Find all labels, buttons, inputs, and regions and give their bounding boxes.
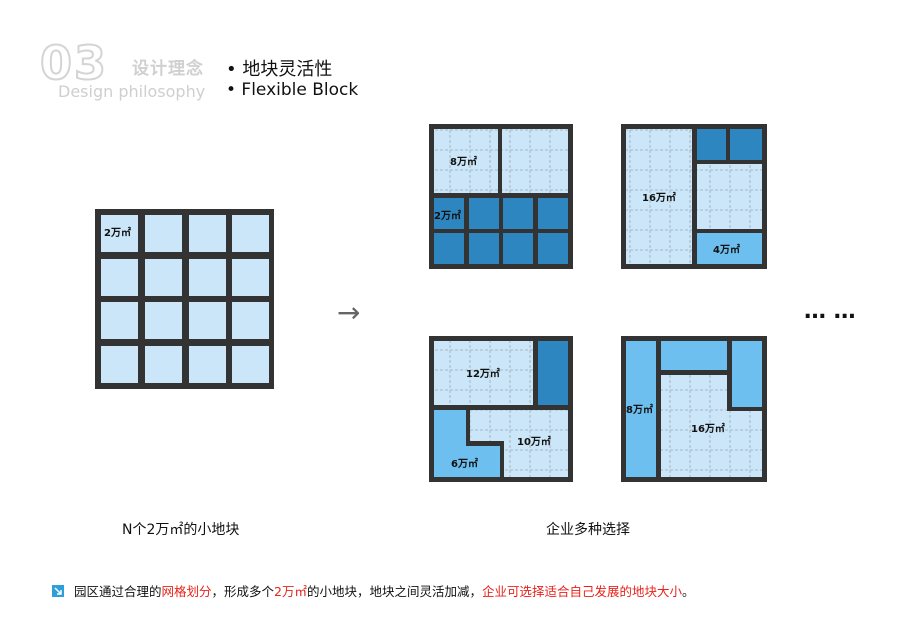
block-c-small-label: 6万㎡ — [451, 457, 478, 470]
caption-small-blocks: N个2万㎡的小地块 — [122, 522, 240, 538]
topic-title-en: • Flexible Block — [226, 80, 359, 100]
small-block-cell — [469, 233, 499, 264]
small-block-cell — [503, 198, 533, 229]
section-title-cn: 设计理念 — [132, 59, 204, 79]
block-area-label: 2万㎡ — [104, 226, 131, 239]
footer-text-2: ，形成多个 — [211, 584, 275, 599]
footer-highlight-choice: 企业可选择适合自己发展的地块大小 — [482, 584, 683, 599]
block-c-top-label: 12万㎡ — [466, 367, 500, 380]
block-b-big-label: 16万㎡ — [642, 191, 676, 204]
arrow-icon: → — [337, 296, 360, 329]
small-block-cell — [145, 215, 182, 252]
small-block-cell — [538, 198, 568, 229]
small-block-cell — [434, 198, 464, 229]
footer-note: 园区通过合理的网格划分，形成多个2万㎡的小地块，地块之间灵活加减，企业可选择适合… — [52, 581, 695, 600]
small-block-cell — [503, 233, 533, 264]
footer-highlight-grid: 网格划分 — [161, 584, 212, 599]
section-number: 03 — [39, 36, 109, 90]
topic-title-cn: • 地块灵活性 — [226, 59, 333, 80]
block-a-big-label: 8万㎡ — [450, 155, 477, 168]
block-d-left-label: 8万㎡ — [626, 403, 653, 416]
footer-highlight-area: 2万㎡ — [274, 584, 307, 599]
option-block-d: 8万㎡ 16万㎡ — [621, 336, 767, 482]
small-block-cell — [101, 259, 138, 296]
option-block-c: 12万㎡ 10万㎡ 6万㎡ — [429, 336, 573, 482]
small-block-cell — [189, 302, 226, 339]
small-block-cell — [145, 346, 182, 383]
small-block-cell — [189, 346, 226, 383]
small-block-cell — [189, 259, 226, 296]
block-b-small-label: 4万㎡ — [713, 243, 740, 256]
section-title-en: Design philosophy — [58, 82, 206, 101]
block-d-center-label: 16万㎡ — [691, 422, 725, 435]
small-block-cell — [232, 215, 269, 252]
small-block-cell — [232, 259, 269, 296]
option-block-a: 8万㎡ 2万㎡ — [429, 124, 573, 269]
small-block-cell — [189, 215, 226, 252]
option-block-b: 16万㎡ 4万㎡ — [621, 124, 767, 269]
block-c-mid-label: 10万㎡ — [517, 435, 551, 448]
small-block-cell — [101, 215, 138, 252]
ellipsis: … … — [804, 299, 856, 324]
footer-text-3: 的小地块，地块之间灵活加减， — [307, 584, 483, 599]
caption-enterprise-choices: 企业多种选择 — [546, 522, 630, 538]
small-block-cell — [538, 233, 568, 264]
small-block-cell — [434, 233, 464, 264]
small-block-cell — [232, 302, 269, 339]
small-block-cell — [145, 259, 182, 296]
small-block-grid: 2万㎡ — [95, 209, 274, 389]
small-block-cell — [145, 302, 182, 339]
arrow-bullet-icon — [52, 585, 64, 597]
small-block-cell — [101, 302, 138, 339]
footer-text-1: 园区通过合理的 — [74, 584, 162, 599]
footer-text-4: 。 — [682, 584, 695, 599]
block-a-small-label: 2万㎡ — [434, 209, 461, 222]
small-block-cell — [232, 346, 269, 383]
small-block-cell — [469, 198, 499, 229]
small-block-cell — [101, 346, 138, 383]
